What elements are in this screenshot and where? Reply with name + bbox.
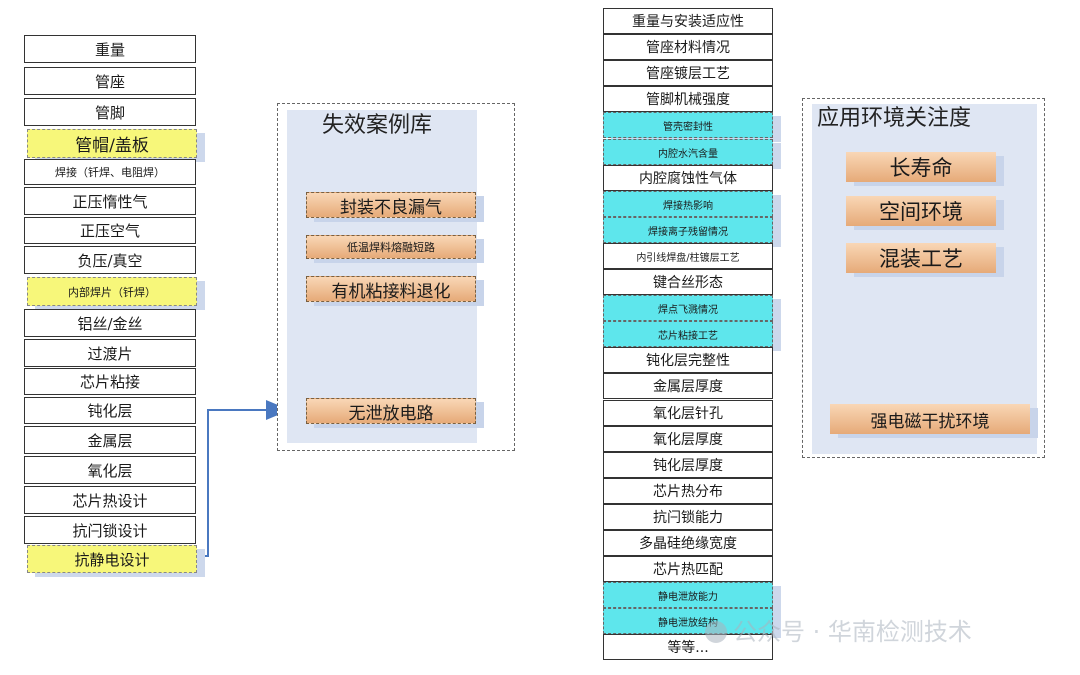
environment-item: 长寿命 — [846, 152, 996, 182]
left-item: 管座 — [24, 67, 196, 95]
middle-item: 管座材料情况 — [603, 34, 773, 60]
failure-case-item: 无泄放电路 — [306, 398, 476, 424]
watermark: 公众号 · 华南检测技术 — [705, 612, 972, 647]
watermark-text: 公众号 · 华南检测技术 — [733, 618, 972, 646]
wechat-icon — [705, 621, 727, 643]
left-item: 管脚 — [24, 98, 196, 126]
left-item: 抗静电设计 — [27, 545, 197, 573]
middle-item: 等等... — [603, 634, 773, 660]
left-item: 重量 — [24, 35, 196, 63]
middle-item: 多晶硅绝缘宽度 — [603, 530, 773, 556]
middle-item: 金属层厚度 — [603, 373, 773, 399]
middle-item: 氧化层针孔 — [603, 400, 773, 426]
environment-item: 空间环境 — [846, 196, 996, 226]
middle-item: 抗闩锁能力 — [603, 504, 773, 530]
environment-title: 应用环境关注度 — [817, 106, 972, 131]
left-item: 过渡片 — [24, 339, 196, 367]
left-item: 芯片粘接 — [24, 368, 196, 395]
failure-library-title: 失效案例库 — [322, 113, 433, 138]
failure-case-item: 低温焊料熔融短路 — [306, 235, 476, 259]
middle-item: 氧化层厚度 — [603, 426, 773, 452]
middle-item: 焊接离子残留情况 — [603, 217, 773, 243]
left-item: 氧化层 — [24, 456, 196, 484]
middle-item: 静电泄放能力 — [603, 582, 773, 608]
middle-item: 芯片热分布 — [603, 478, 773, 504]
failure-case-item: 有机粘接料退化 — [306, 276, 476, 302]
middle-item: 钝化层完整性 — [603, 347, 773, 373]
environment-item: 强电磁干扰环境 — [830, 404, 1030, 434]
middle-item: 内腔腐蚀性气体 — [603, 165, 773, 191]
middle-item: 重量与安装适应性 — [603, 8, 773, 34]
left-item: 芯片热设计 — [24, 486, 196, 514]
left-item: 铝丝/金丝 — [24, 309, 196, 337]
middle-item: 焊接热影响 — [603, 191, 773, 217]
failure-case-item: 封装不良漏气 — [306, 192, 476, 218]
middle-item: 管脚机械强度 — [603, 86, 773, 112]
middle-item: 钝化层厚度 — [603, 452, 773, 478]
left-item: 抗闩锁设计 — [24, 516, 196, 544]
left-item: 正压空气 — [24, 217, 196, 244]
middle-item: 管座镀层工艺 — [603, 60, 773, 86]
middle-item: 芯片粘接工艺 — [603, 321, 773, 347]
middle-item: 内腔水汽含量 — [603, 139, 773, 165]
left-item: 负压/真空 — [24, 246, 196, 274]
middle-item: 静电泄放结构 — [603, 608, 773, 634]
middle-item: 芯片热匹配 — [603, 556, 773, 582]
middle-item: 键合丝形态 — [603, 269, 773, 295]
middle-item: 内引线焊盘/柱镀层工艺 — [603, 243, 773, 269]
left-item: 管帽/盖板 — [27, 129, 197, 158]
environment-item: 混装工艺 — [846, 243, 996, 273]
esd-arrow — [198, 400, 290, 557]
left-item: 内部焊片（钎焊） — [27, 277, 197, 306]
left-item: 金属层 — [24, 426, 196, 454]
middle-item: 管壳密封性 — [603, 112, 773, 138]
left-item: 焊接（钎焊、电阻焊） — [24, 159, 196, 185]
middle-item: 焊点飞溅情况 — [603, 295, 773, 321]
left-item: 钝化层 — [24, 397, 196, 424]
left-item: 正压惰性气 — [24, 187, 196, 215]
